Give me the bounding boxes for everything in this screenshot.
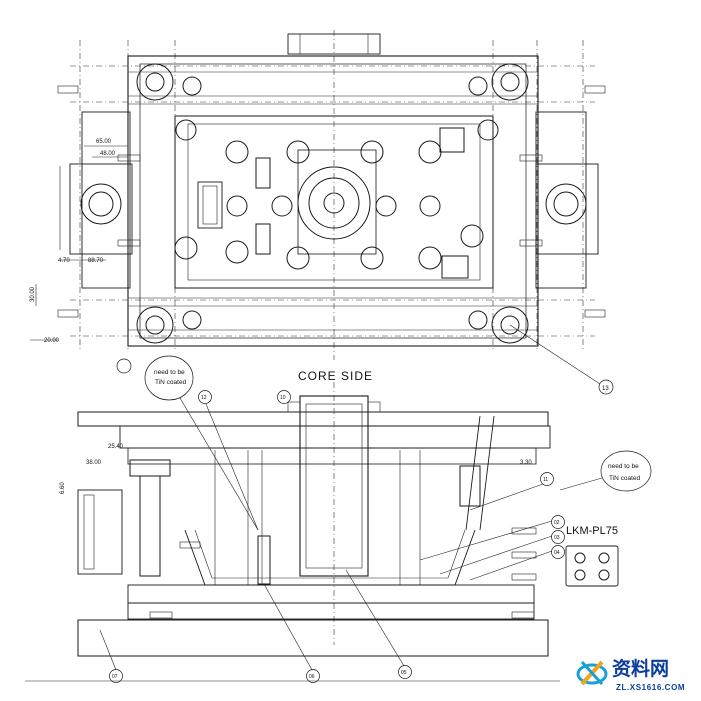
dim-3-30: 3.30 [520, 460, 532, 466]
top-view [30, 30, 614, 395]
tin-note-left-line1: need to be [154, 369, 185, 376]
callout-02: 02 [554, 520, 560, 526]
tin-note-left-line2: TiN coated [155, 379, 187, 386]
dim-30: 30.00 [30, 286, 36, 302]
dim-88-70: 88.70 [88, 258, 104, 264]
core-side-title: CORE SIDE [298, 369, 373, 383]
core-side-section [25, 355, 652, 683]
dim-65: 65.00 [96, 139, 112, 145]
dim-25-40: 25.40 [108, 444, 124, 450]
dim-20: 20.00 [44, 338, 60, 344]
watermark-brand: 资料网 [612, 657, 669, 680]
callout-12: 12 [201, 395, 207, 401]
callout-07: 07 [112, 674, 118, 680]
callout-13: 13 [602, 386, 609, 392]
dim-4-70: 4.70 [58, 258, 70, 264]
callout-11: 11 [543, 477, 548, 483]
watermark-url: ZL.XS1616.COM [616, 683, 685, 692]
callout-05: 05 [401, 670, 407, 676]
callout-10: 10 [280, 395, 286, 401]
dim-6-60: 6.60 [60, 482, 66, 494]
tin-note-right-line1: need to be [608, 463, 639, 470]
callout-03: 03 [554, 535, 560, 541]
callout-06: 06 [309, 674, 315, 680]
tin-note-right-line2: TiN coated [609, 475, 641, 482]
part-label-lkm-pl75: LKM-PL75 [566, 525, 618, 537]
dim-38: 38.00 [86, 460, 102, 466]
watermark-logo [576, 660, 608, 686]
dim-48: 48.00 [100, 151, 116, 157]
callout-04: 04 [554, 550, 560, 556]
